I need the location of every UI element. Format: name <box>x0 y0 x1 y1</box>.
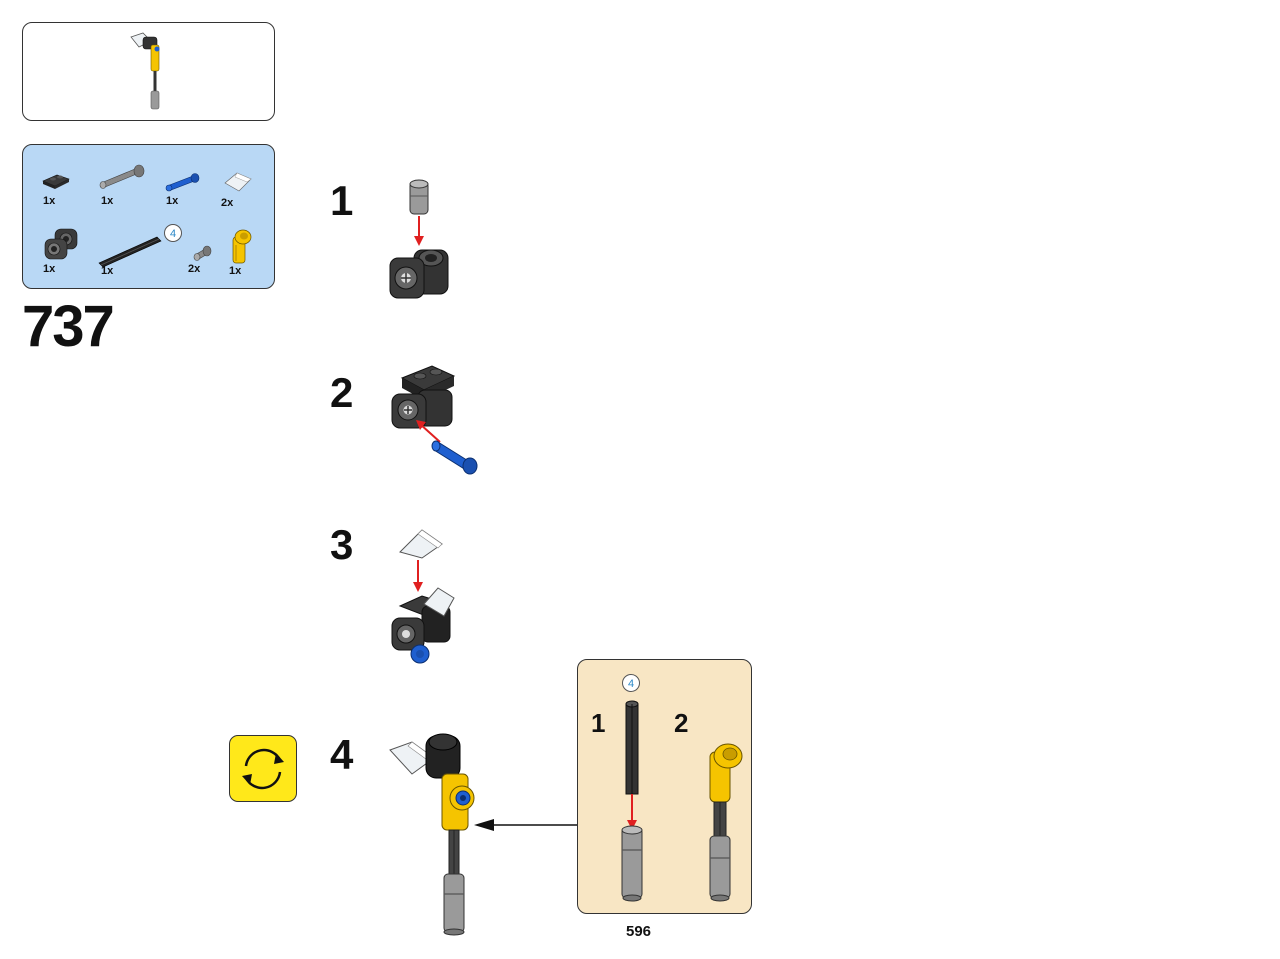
step-4-illustration <box>389 733 475 936</box>
sub-step-number: 1 <box>591 708 606 738</box>
axle-length-callout: 4 <box>622 674 640 692</box>
part-qty: 1x <box>43 263 56 275</box>
part-plate-icon <box>42 174 70 189</box>
footer-number: 596 <box>626 923 652 940</box>
part-qty: 1x <box>166 195 179 207</box>
part-grey-bush-icon <box>193 245 212 261</box>
step-1-illustration <box>389 179 449 299</box>
part-axle-pin-icon <box>99 164 145 189</box>
part-qty: 2x <box>221 197 234 209</box>
part-qty: 1x <box>229 265 242 277</box>
step-number: 4 <box>330 731 354 778</box>
submodel-preview-icon <box>130 32 160 110</box>
part-clear-slope-icon <box>224 172 252 192</box>
part-qty: 1x <box>101 195 114 207</box>
part-yellow-angle-connector-icon <box>232 229 252 264</box>
part-black-axle-icon <box>98 236 162 268</box>
step-number: 3 <box>330 521 354 568</box>
step-number: 2 <box>330 369 354 416</box>
assembly-arrow-icon <box>474 819 578 831</box>
rotate-arrows-icon <box>242 748 284 790</box>
step-number: 1 <box>330 177 354 224</box>
step-3-illustration <box>391 529 455 664</box>
submodel-preview-box <box>22 22 275 121</box>
part-qty: 1x <box>101 265 114 277</box>
part-qty: 1x <box>43 195 56 207</box>
page-number: 737 <box>22 294 115 359</box>
sub-assembly-inset: 4 1 2 <box>577 659 752 914</box>
part-qty: 2x <box>188 263 201 275</box>
step-2-illustration <box>391 365 478 475</box>
inset-step-2-illustration <box>709 743 743 902</box>
inset-step-1-illustration <box>621 700 643 902</box>
part-double-pin-connector-icon <box>44 228 78 260</box>
rotate-model-icon <box>229 735 297 802</box>
part-blue-pin-icon <box>165 173 200 192</box>
part-length-callout: 4 <box>164 224 182 242</box>
sub-step-number: 2 <box>674 708 689 738</box>
parts-list-box: 1x 1x 1x 2x 1x 4 1x 2x <box>22 144 275 289</box>
